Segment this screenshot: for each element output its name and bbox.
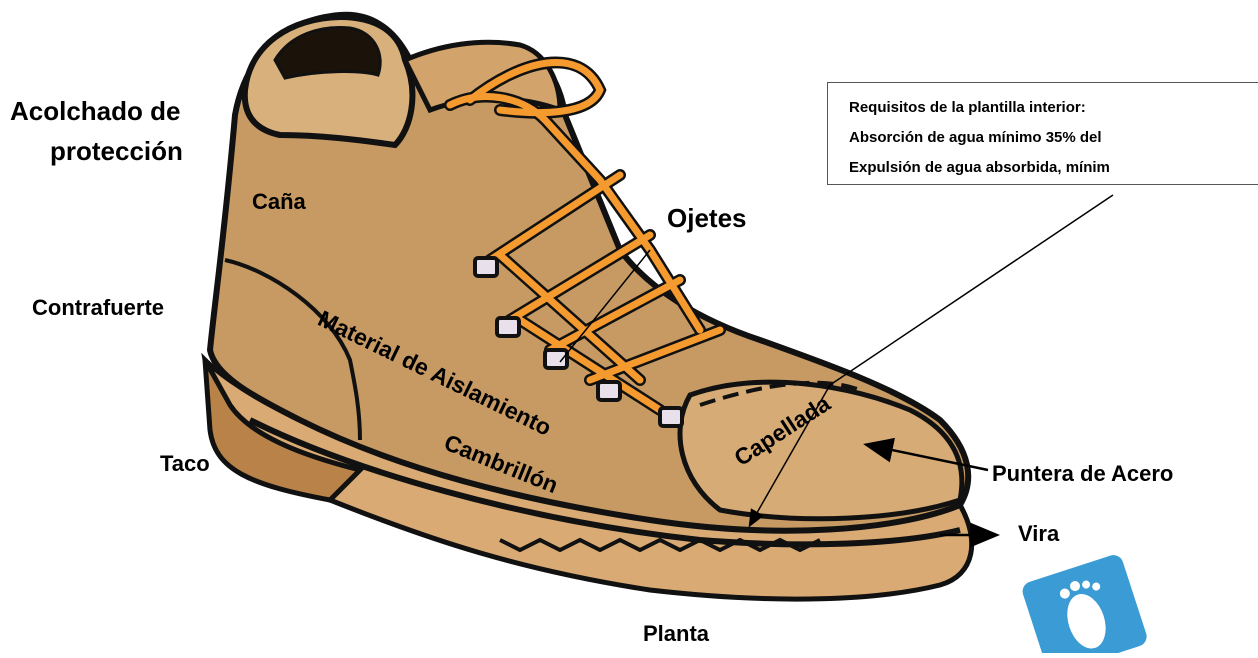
eyelet-4 (598, 382, 620, 400)
eyelet-5 (660, 408, 682, 426)
label-acolchado-line1: Acolchado de (10, 97, 180, 126)
requisitos-line-2: Expulsión de agua absorbida, mínim (849, 153, 1258, 183)
label-vira: Vira (1018, 522, 1059, 546)
requisitos-pointer (830, 195, 1113, 385)
eyelet-3 (545, 350, 567, 368)
label-ojetes: Ojetes (667, 204, 747, 233)
eyelet-2 (497, 318, 519, 336)
label-planta: Planta (643, 622, 709, 646)
label-cana: Caña (252, 190, 306, 214)
label-contrafuerte: Contrafuerte (32, 296, 164, 320)
label-puntera-acero: Puntera de Acero (992, 462, 1173, 486)
label-taco: Taco (160, 452, 210, 476)
requisitos-title: Requisitos de la plantilla interior: (849, 93, 1258, 123)
requisitos-box: Requisitos de la plantilla interior: Abs… (827, 82, 1258, 185)
label-acolchado-line2: protección (50, 137, 183, 166)
eyelet-1 (475, 258, 497, 276)
footprint-logo (1020, 553, 1149, 653)
requisitos-line-1: Absorción de agua mínimo 35% del (849, 123, 1258, 153)
